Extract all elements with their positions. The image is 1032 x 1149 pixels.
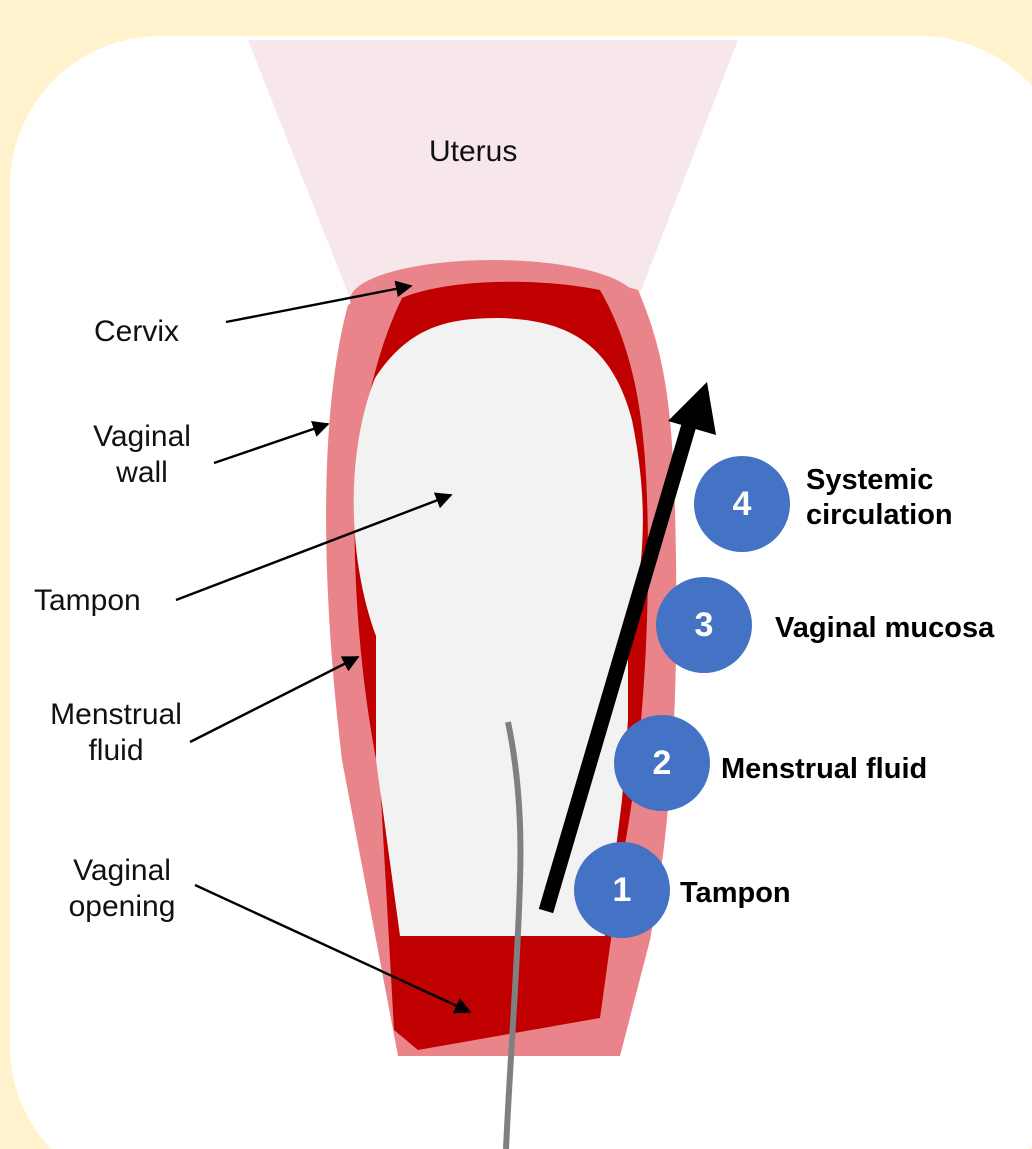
uterus-label: Uterus [429,134,517,170]
tampon-label: Tampon [34,583,141,619]
vaginal-wall-label-line2: wall [82,455,202,491]
tampon-body [354,318,643,936]
step-3-label: Vaginal mucosa [775,611,994,646]
cervix-label: Cervix [94,314,179,350]
step-4-label-line1: Systemic [806,463,953,498]
menstrual-fluid-label: Menstrual fluid [32,697,200,769]
step-1-badge: 1 [574,842,670,938]
step-4-label: Systemic circulation [806,463,953,533]
step-2-badge: 2 [614,715,710,811]
step-4-label-line2: circulation [806,498,953,533]
vaginal-wall-label-line1: Vaginal [82,419,202,455]
step-3-badge: 3 [656,577,752,673]
vaginal-opening-label: Vaginal opening [52,853,192,925]
step-2-label: Menstrual fluid [721,752,927,787]
menstrual-fluid-label-line2: fluid [32,733,200,769]
menstrual-fluid-label-line1: Menstrual [32,697,200,733]
step-4-badge: 4 [694,456,790,552]
vaginal-opening-label-line1: Vaginal [52,853,192,889]
vaginal-opening-label-line2: opening [52,889,192,925]
vaginal-wall-label: Vaginal wall [82,419,202,491]
step-1-label: Tampon [680,876,791,911]
